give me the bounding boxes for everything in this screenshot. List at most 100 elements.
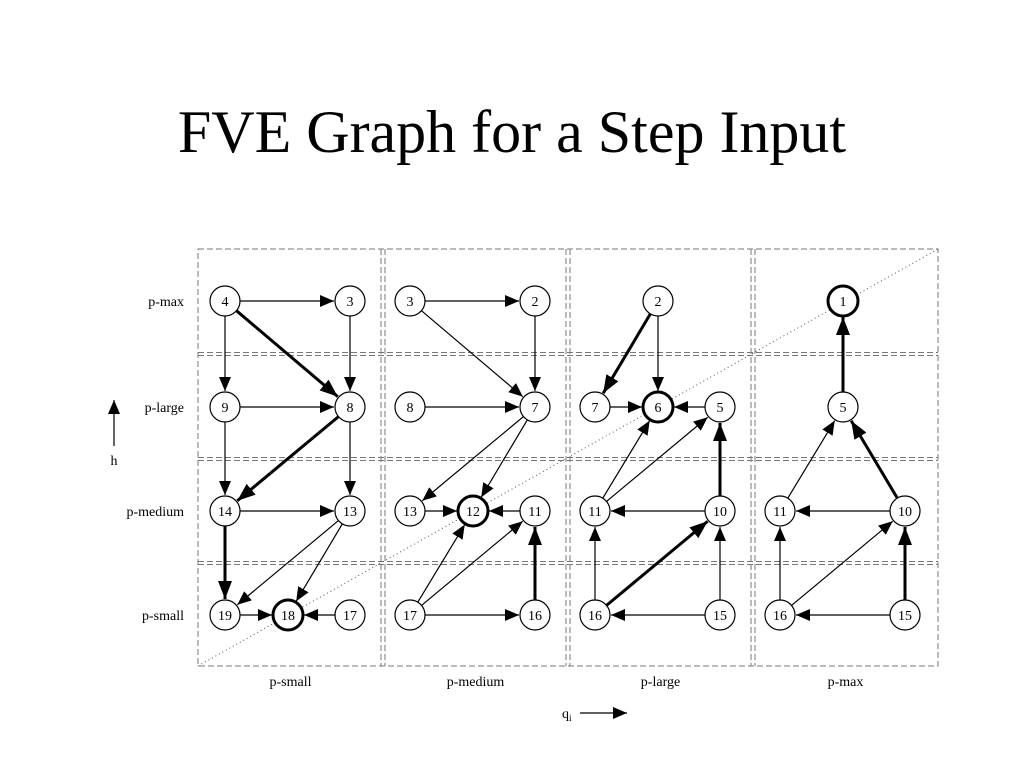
node-2: 2: [519, 285, 551, 317]
node-19: 19: [209, 599, 241, 631]
node-label: 14: [218, 505, 232, 520]
node-label: 4: [222, 295, 229, 310]
edge-7-to-12: [480, 419, 528, 498]
column-label: p-max: [828, 675, 864, 690]
row-label: p-max: [148, 295, 184, 310]
edge-11-to-5: [787, 420, 836, 499]
node-label: 2: [655, 295, 662, 310]
node-18: 18: [271, 598, 305, 632]
node-circle: [209, 495, 241, 527]
node-circle: [519, 285, 551, 317]
column-label: p-medium: [447, 675, 505, 690]
node-circle: [394, 391, 426, 423]
node-label: 5: [840, 401, 847, 416]
node-2: 2: [642, 285, 674, 317]
edge-17-to-11: [421, 520, 524, 606]
node-label: 12: [466, 505, 480, 520]
node-circle: [579, 495, 611, 527]
node-label: 13: [403, 505, 417, 520]
node-8: 8: [394, 391, 426, 423]
edge-17-to-12: [417, 524, 466, 603]
node-label: 16: [528, 609, 542, 624]
node-17: 17: [334, 599, 366, 631]
edge-16-to-10: [791, 520, 894, 606]
edge-layer: [218, 295, 912, 621]
edge-11-to-6: [602, 420, 651, 499]
node-3: 3: [334, 285, 366, 317]
node-circle: [271, 598, 305, 632]
node-label: 7: [592, 401, 599, 416]
node-label: 10: [898, 505, 912, 520]
node-circle: [209, 599, 241, 631]
node-circle: [209, 285, 241, 317]
node-15: 15: [889, 599, 921, 631]
node-label: 9: [222, 401, 229, 416]
node-11: 11: [764, 495, 796, 527]
node-label: 6: [655, 401, 662, 416]
node-circle: [889, 495, 921, 527]
node-7: 7: [519, 391, 551, 423]
node-13: 13: [334, 495, 366, 527]
q-axis-symbol: q: [562, 707, 569, 722]
diagonal-line: [197, 248, 939, 667]
edge-2-to-7: [601, 313, 652, 395]
edge-11-to-5: [606, 416, 709, 502]
node-label: 8: [407, 401, 414, 416]
node-circle: [889, 599, 921, 631]
edge-7-to-13: [421, 416, 524, 502]
node-label: 11: [773, 505, 786, 520]
node-circle: [826, 284, 860, 318]
edge-10-to-5: [849, 419, 899, 499]
h-axis-label: h: [111, 454, 118, 469]
node-8: 8: [334, 391, 366, 423]
edge-13-to-18: [295, 523, 343, 602]
node-circle: [334, 495, 366, 527]
node-circle: [704, 495, 736, 527]
node-6: 6: [641, 390, 675, 424]
node-label: 19: [218, 609, 232, 624]
node-circle: [394, 285, 426, 317]
node-circle: [704, 391, 736, 423]
node-label: 18: [281, 609, 295, 624]
node-circle: [456, 494, 490, 528]
node-layer: 4 3 9 8 14 13 19 18 17 3 2 8 7 13 12 11 17 16 2 7 6 5 11 10 16 15…: [209, 284, 921, 632]
edge-13-to-19: [236, 520, 339, 606]
node-label: 17: [403, 609, 417, 624]
node-16: 16: [579, 599, 611, 631]
node-label: 16: [588, 609, 602, 624]
node-11: 11: [579, 495, 611, 527]
column-label: p-small: [270, 675, 312, 690]
node-circle: [764, 599, 796, 631]
node-label: 11: [588, 505, 601, 520]
grid-layer: [197, 248, 939, 667]
node-circle: [519, 391, 551, 423]
node-label: 1: [840, 295, 847, 310]
node-7: 7: [579, 391, 611, 423]
node-4: 4: [209, 285, 241, 317]
node-label: 8: [347, 401, 354, 416]
node-circle: [519, 495, 551, 527]
edge-3-to-7: [421, 310, 524, 398]
node-circle: [642, 285, 674, 317]
node-5: 5: [827, 391, 859, 423]
node-17: 17: [394, 599, 426, 631]
node-circle: [827, 391, 859, 423]
node-10: 10: [704, 495, 736, 527]
node-label: 3: [347, 295, 354, 310]
node-label: 3: [407, 295, 414, 310]
edge-16-to-10: [605, 520, 709, 607]
node-13: 13: [394, 495, 426, 527]
q-axis-subscript: i: [569, 713, 572, 723]
node-circle: [764, 495, 796, 527]
node-11: 11: [519, 495, 551, 527]
node-9: 9: [209, 391, 241, 423]
node-label: 16: [773, 609, 787, 624]
q-axis-label: qi: [562, 707, 572, 723]
node-label: 15: [713, 609, 727, 624]
node-3: 3: [394, 285, 426, 317]
row-label: p-small: [142, 609, 184, 624]
node-12: 12: [456, 494, 490, 528]
node-circle: [641, 390, 675, 424]
node-label: 2: [532, 295, 539, 310]
node-label: 17: [343, 609, 357, 624]
